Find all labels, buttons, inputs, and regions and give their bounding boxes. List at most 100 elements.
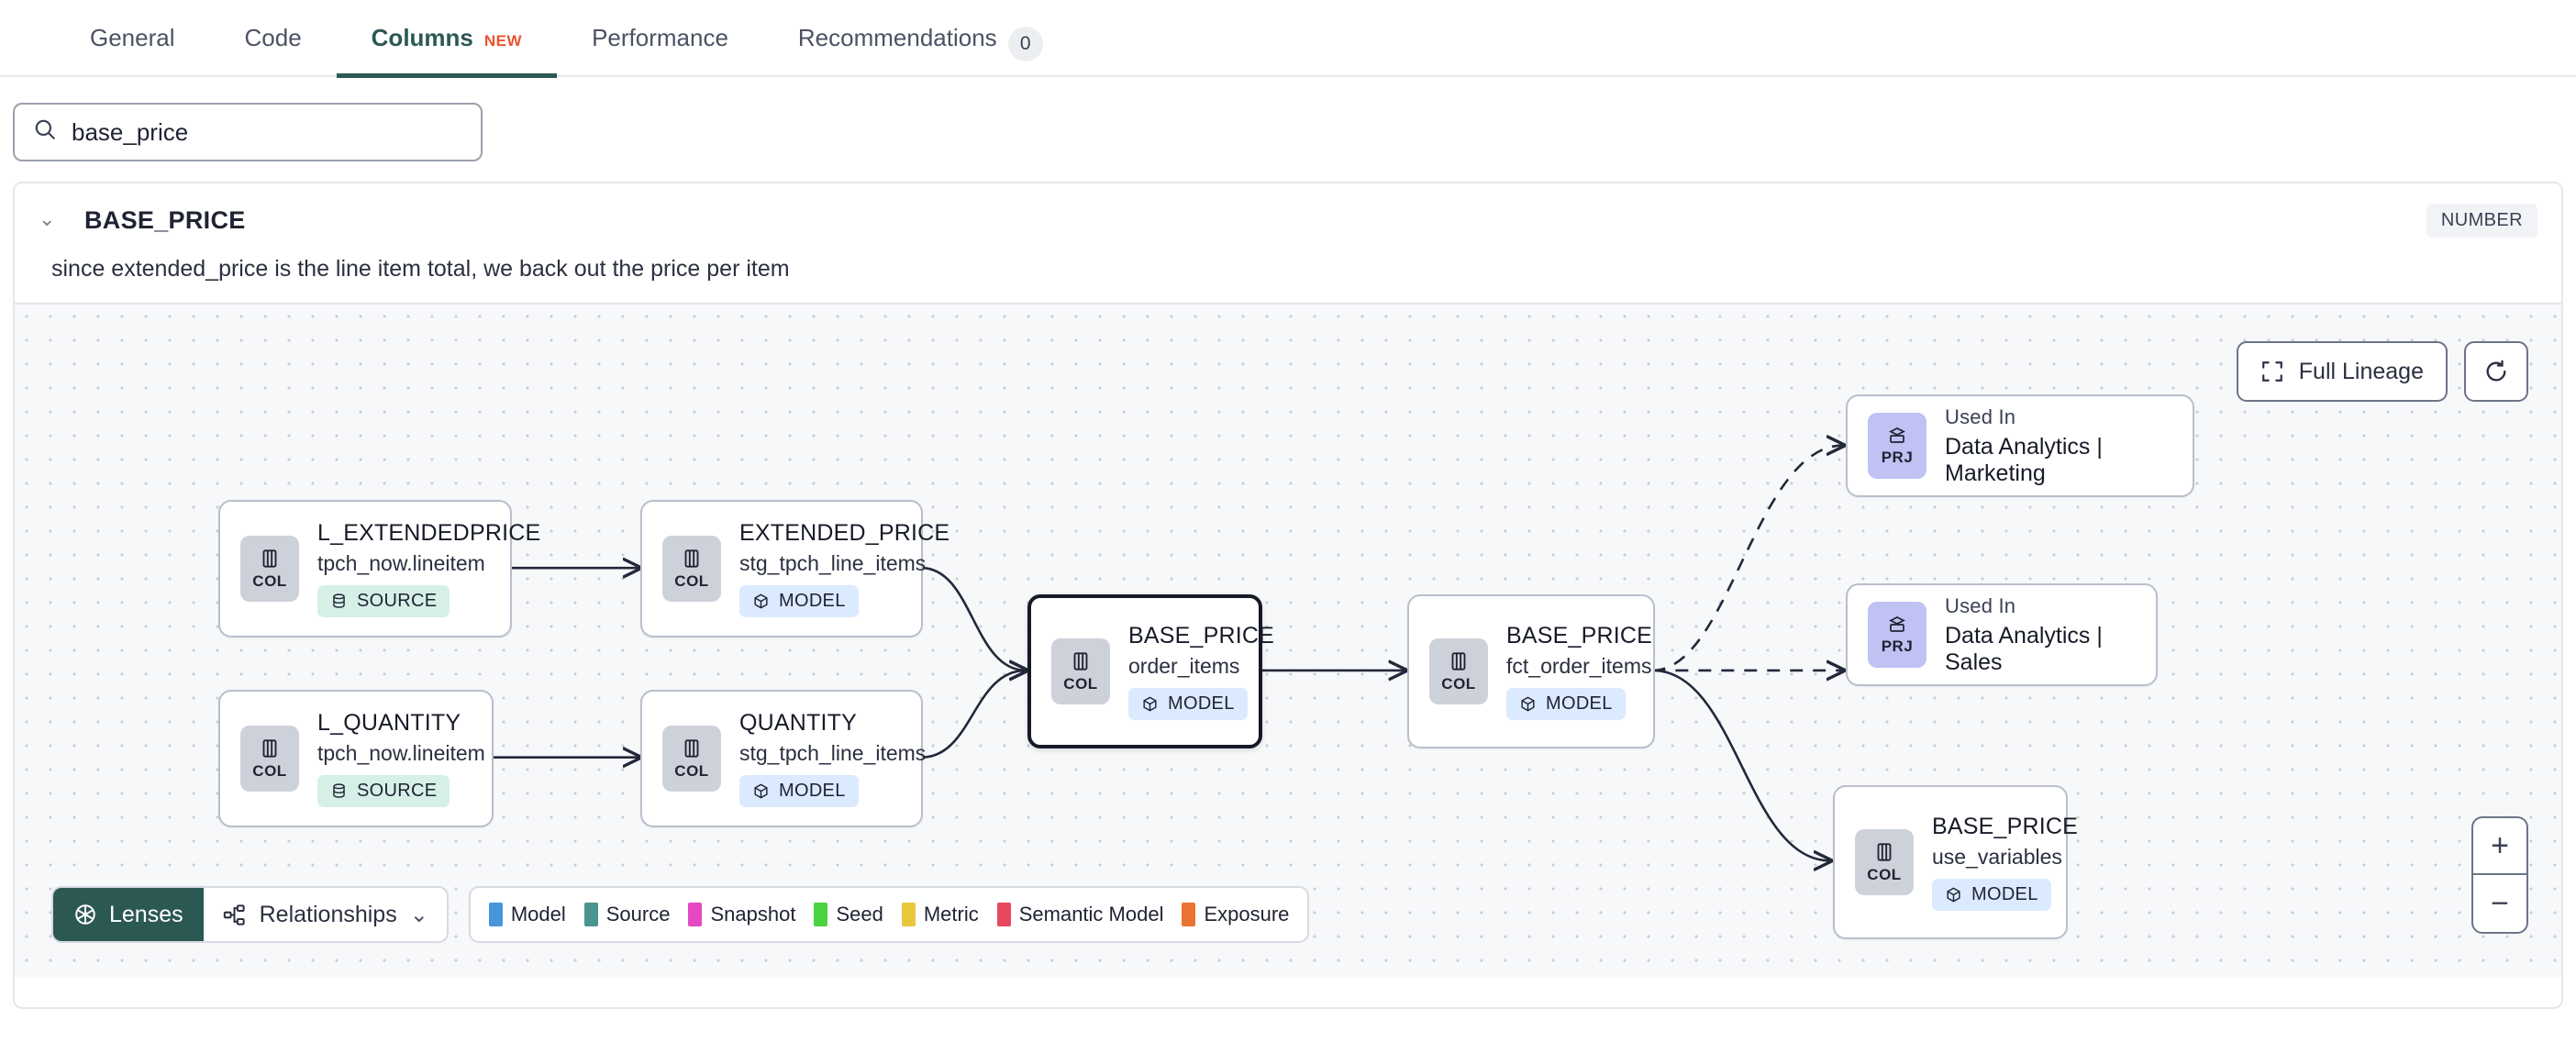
tab-code[interactable]: Code bbox=[210, 0, 337, 76]
cube-icon bbox=[754, 783, 768, 799]
col-badge-label: COL bbox=[252, 762, 287, 780]
search-box[interactable] bbox=[13, 103, 483, 161]
tab-label: Performance bbox=[592, 24, 728, 51]
lenses-button[interactable]: Lenses bbox=[53, 888, 204, 941]
node-tag-label: MODEL bbox=[1971, 884, 2038, 904]
tab-label: Columns bbox=[371, 24, 473, 51]
tab-bar: General Code Columns NEW Performance Rec… bbox=[0, 0, 2576, 78]
node-body: EXTENDED_PRICE stg_tpch_line_items MODEL bbox=[739, 520, 949, 617]
col-badge: COL bbox=[240, 726, 299, 792]
node-body: BASE_PRICE order_items MODEL bbox=[1128, 623, 1274, 720]
tab-performance[interactable]: Performance bbox=[557, 0, 763, 76]
node-tag-model: MODEL bbox=[1506, 688, 1626, 720]
tab-columns[interactable]: Columns NEW bbox=[336, 0, 558, 78]
refresh-button[interactable] bbox=[2464, 341, 2528, 402]
zoom-out-button[interactable]: − bbox=[2491, 885, 2509, 921]
legend-swatch bbox=[996, 903, 1011, 926]
chevron-down-icon[interactable]: ⌄ bbox=[39, 206, 56, 230]
refresh-icon bbox=[2486, 360, 2506, 382]
node-body: Used In Data Analytics | Marketing bbox=[1945, 405, 2172, 487]
aperture-icon bbox=[75, 904, 95, 925]
node-tag-label: MODEL bbox=[1546, 693, 1613, 714]
prj-badge-label: PRJ bbox=[1881, 449, 1914, 466]
lineage-node-project-sales[interactable]: PRJ Used In Data Analytics | Sales bbox=[1846, 583, 2158, 686]
tab-label: Recommendations bbox=[797, 24, 997, 51]
col-badge-label: COL bbox=[1063, 675, 1098, 693]
legend-swatch bbox=[583, 903, 598, 926]
column-description: since extended_price is the line item to… bbox=[51, 256, 790, 282]
legend-label: Source bbox=[605, 903, 671, 926]
lineage-node-project-marketing[interactable]: PRJ Used In Data Analytics | Marketing bbox=[1846, 394, 2194, 497]
col-badge-label: COL bbox=[1441, 675, 1476, 693]
lineage-node-extended-price[interactable]: COL EXTENDED_PRICE stg_tpch_line_items M… bbox=[640, 500, 949, 637]
col-badge: COL bbox=[240, 536, 299, 602]
database-icon bbox=[333, 593, 345, 608]
col-badge: COL bbox=[1051, 638, 1110, 704]
node-tag-model: MODEL bbox=[739, 775, 859, 807]
lineage-node-l-quantity[interactable]: COL L_QUANTITY tpch_now.lineitem SOURCE bbox=[218, 690, 494, 827]
node-subtitle: tpch_now.lineitem bbox=[317, 741, 485, 765]
recommendations-count-badge: 0 bbox=[1007, 27, 1043, 61]
node-tag-source: SOURCE bbox=[317, 585, 450, 617]
legend-swatch bbox=[1182, 903, 1196, 926]
tab-recommendations[interactable]: Recommendations 0 bbox=[763, 0, 1078, 76]
node-tag-label: MODEL bbox=[779, 591, 846, 611]
node-body: BASE_PRICE fct_order_items MODEL bbox=[1506, 623, 1652, 720]
node-title: BASE_PRICE bbox=[1932, 814, 2079, 839]
legend-swatch bbox=[488, 903, 503, 926]
node-tag-label: MODEL bbox=[779, 781, 846, 801]
col-badge-label: COL bbox=[252, 572, 287, 590]
legend-swatch bbox=[901, 903, 916, 926]
legend-item-metric: Metric bbox=[901, 903, 979, 926]
chevron-down-icon: ⌄ bbox=[409, 902, 428, 927]
search-input[interactable] bbox=[72, 117, 462, 147]
canvas-top-controls: Full Lineage bbox=[2236, 341, 2528, 402]
legend-swatch bbox=[814, 903, 828, 926]
legend-label: Seed bbox=[836, 903, 883, 926]
database-icon bbox=[333, 783, 345, 798]
node-subtitle: order_items bbox=[1128, 654, 1240, 678]
lineage-node-base-price-fct-order-items[interactable]: COL BASE_PRICE fct_order_items MODEL bbox=[1407, 594, 1655, 748]
lineage-edges bbox=[493, 305, 2561, 978]
cube-icon bbox=[1143, 696, 1157, 712]
node-body: BASE_PRICE use_variables MODEL bbox=[1932, 814, 2078, 911]
node-tag-label: MODEL bbox=[1168, 693, 1235, 714]
full-lineage-button[interactable]: Full Lineage bbox=[2236, 341, 2448, 402]
lineage-canvas[interactable]: COL L_EXTENDEDPRICE tpch_now.lineitem SO… bbox=[15, 303, 2561, 978]
prj-badge: PRJ bbox=[1868, 602, 1926, 668]
lineage-node-quantity[interactable]: COL QUANTITY stg_tpch_line_items MODEL bbox=[640, 690, 926, 827]
legend-label: Exposure bbox=[1204, 903, 1290, 926]
node-subtitle: use_variables bbox=[1932, 845, 2062, 869]
col-badge-label: COL bbox=[674, 572, 709, 590]
node-project-name: Data Analytics | Marketing bbox=[1945, 433, 2103, 486]
lineage-node-base-price-order-items[interactable]: COL BASE_PRICE order_items MODEL bbox=[1027, 594, 1274, 748]
node-tag-model: MODEL bbox=[1932, 879, 2051, 911]
legend-item-seed: Seed bbox=[814, 903, 883, 926]
node-title: EXTENDED_PRICE bbox=[739, 520, 950, 546]
lineage-node-base-price-use-variables[interactable]: COL BASE_PRICE use_variables MODEL bbox=[1833, 785, 2078, 939]
node-tag-model: MODEL bbox=[1128, 688, 1248, 720]
node-subtitle: fct_order_items bbox=[1506, 654, 1652, 678]
col-badge: COL bbox=[1429, 638, 1488, 704]
node-body: Used In Data Analytics | Sales bbox=[1945, 594, 2136, 676]
col-badge-label: COL bbox=[674, 762, 709, 780]
canvas-bottom-bar: Lenses Relationships ⌄ Model bbox=[51, 886, 1310, 943]
full-lineage-label: Full Lineage bbox=[2298, 358, 2424, 384]
node-body: L_QUANTITY tpch_now.lineitem SOURCE bbox=[317, 710, 485, 807]
tab-general[interactable]: General bbox=[55, 0, 210, 76]
node-body: QUANTITY stg_tpch_line_items MODEL bbox=[739, 710, 926, 807]
column-header: ⌄ BASE_PRICE NUMBER bbox=[15, 183, 2561, 238]
legend-item-model: Model bbox=[488, 903, 566, 926]
node-body: L_EXTENDEDPRICE tpch_now.lineitem SOURCE bbox=[317, 520, 540, 617]
project-icon bbox=[1889, 427, 1905, 443]
legend-swatch bbox=[688, 903, 703, 926]
tab-label: General bbox=[90, 24, 175, 51]
new-badge: NEW bbox=[483, 32, 523, 50]
tab-label: Code bbox=[244, 24, 302, 51]
node-subtitle: stg_tpch_line_items bbox=[739, 551, 927, 575]
zoom-in-button[interactable]: + bbox=[2473, 818, 2526, 875]
relationships-dropdown[interactable]: Relationships ⌄ bbox=[203, 888, 447, 941]
node-subtitle: stg_tpch_line_items bbox=[739, 741, 927, 765]
lineage-node-l-extendedprice[interactable]: COL L_EXTENDEDPRICE tpch_now.lineitem SO… bbox=[218, 500, 540, 637]
node-subtitle: tpch_now.lineitem bbox=[317, 551, 485, 575]
